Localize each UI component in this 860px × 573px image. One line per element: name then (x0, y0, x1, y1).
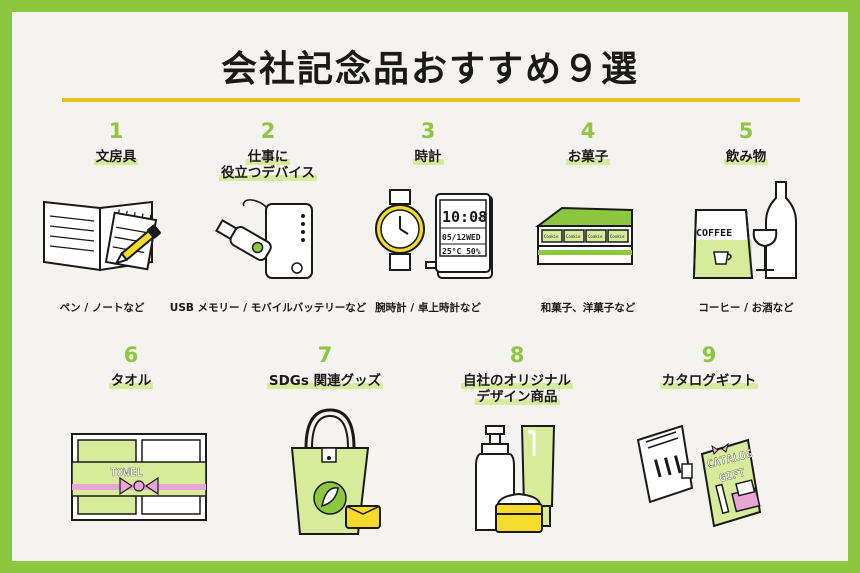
item-9: 9 カタログギフト (614, 343, 804, 389)
item-caption: 和菓子、洋菓子など (540, 302, 636, 314)
usb-battery-icon (215, 199, 313, 279)
eco-bag-icon (290, 408, 381, 535)
item-label: 自社のオリジナルデザイン商品 (461, 373, 573, 405)
item-caption: コーヒー / お酒など (698, 302, 794, 314)
item-caption: USB メモリー / モバイルバッテリーなど (169, 302, 367, 314)
coffee-text: COFFEE (696, 228, 732, 239)
cookie-text: Cookie (566, 234, 581, 239)
item-number: 6 (123, 343, 139, 367)
item-label: カタログギフト (659, 373, 759, 389)
item-label: SDGs 関連グッズ (266, 373, 384, 389)
cosmetics-icon (475, 425, 556, 533)
watch-clock-icon: 10:08 52 05/12WED 25°C 50% (375, 189, 493, 279)
item-7: 7 SDGs 関連グッズ (230, 343, 420, 389)
item-number: 2 (260, 119, 276, 143)
item-5: 5 飲み物 (651, 119, 841, 165)
clock-seconds-text: 52 (478, 217, 484, 223)
item-number: 9 (701, 343, 717, 367)
item-caption: ペン / ノートなど (59, 302, 145, 314)
item-number: 4 (580, 119, 596, 143)
item-4: 4 お菓子 (493, 119, 683, 165)
towel-text: TOWEL (110, 466, 143, 479)
item-label: タオル (108, 373, 154, 389)
page-title: 会社記念品おすすめ９選 (220, 49, 639, 90)
gift-text: GIFT (718, 466, 747, 485)
catalog-gift-icon: CATALOG GIFT (636, 424, 762, 528)
item-label: 飲み物 (723, 149, 769, 165)
cookie-text: Cookie (544, 234, 559, 239)
cookie-text: Cookie (610, 234, 625, 239)
clock-time-text: 10:08 (442, 208, 487, 226)
coffee-wine-icon: COFFEE (692, 181, 797, 279)
item-number: 5 (738, 119, 754, 143)
item-label: 仕事に役立つデバイス (218, 149, 318, 181)
item-1: 1 文房具 (21, 119, 211, 165)
item-number: 3 (420, 119, 436, 143)
item-caption: 腕時計 / 卓上時計など (375, 302, 481, 314)
sweets-box-icon: Cookie Cookie Cookie Cookie (535, 206, 633, 265)
item-label: 時計 (412, 149, 444, 165)
item-8: 8 自社のオリジナルデザイン商品 (422, 343, 612, 405)
clock-date-text: 05/12WED (442, 233, 481, 242)
cookie-text: Cookie (588, 234, 603, 239)
towel-box-icon: TOWEL (71, 433, 207, 521)
notebook-pen-icon (43, 200, 161, 272)
item-number: 8 (509, 343, 525, 367)
item-label: お菓子 (565, 149, 611, 165)
clock-climate-text: 25°C 50% (442, 247, 481, 256)
item-number: 1 (108, 119, 124, 143)
item-label: 文房具 (93, 149, 139, 165)
item-2: 2 仕事に役立つデバイス (173, 119, 363, 181)
title-underline (62, 98, 800, 102)
item-number: 7 (317, 343, 333, 367)
item-3: 3 時計 (333, 119, 523, 165)
item-6: 6 タオル (36, 343, 226, 389)
